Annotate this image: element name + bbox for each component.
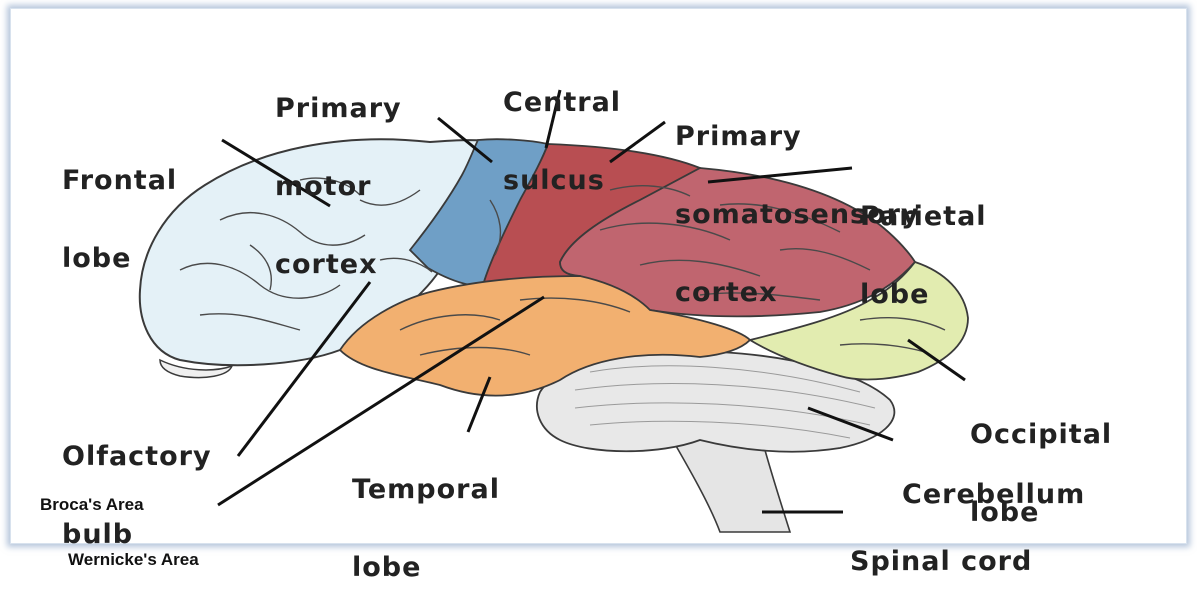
label-parietal-lobe: Parietal lobe <box>860 152 987 334</box>
label-temporal-lobe: Temporal lobe <box>352 425 500 607</box>
label-primary-motor-cortex: Primary motor cortex <box>275 44 402 304</box>
label-central-sulcus: Central sulcus <box>503 38 621 220</box>
label-spinal-cord: Spinal cord <box>850 497 1032 601</box>
label-wernickes-area: Wernicke's Area <box>68 510 199 590</box>
label-frontal-lobe: Frontal lobe <box>62 116 177 298</box>
